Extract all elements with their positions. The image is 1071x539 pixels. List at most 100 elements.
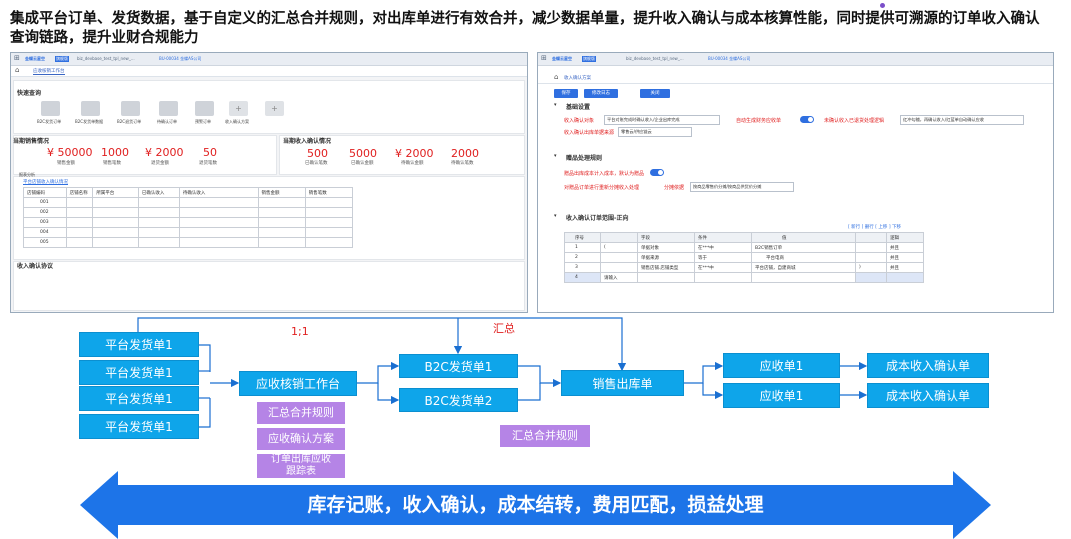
source-box: 平台发货单1 (79, 386, 199, 411)
return-amount-label: 退货金额 (151, 161, 169, 166)
gift-cost-label: 赠品出库成本计入成本，默认为赠品 (564, 171, 645, 177)
outbound-merge-rule-box: 汇总合并规则 (500, 425, 590, 447)
source-field[interactable]: 零售云/供应链云 (618, 127, 692, 137)
grid-menu-icon[interactable]: ⊞ (541, 54, 547, 62)
home-icon[interactable]: ⌂ (554, 73, 559, 81)
merge-label: 汇总 (493, 322, 515, 335)
pending-amount-label: 待确认金额 (401, 161, 424, 166)
home-icon[interactable]: ⌂ (15, 66, 20, 74)
app-logo: 金蝶云星空 (552, 56, 572, 61)
protocol-card (13, 261, 525, 311)
chevron-down-icon[interactable]: ▾ (554, 213, 557, 219)
quick-item-label: B2C发货单数据 (75, 119, 104, 124)
row-logic-input[interactable] (886, 272, 924, 283)
decor-dot (880, 3, 885, 8)
receivable-box: 应收单1 (723, 383, 840, 408)
confirmed-count-value: 500 (307, 147, 328, 160)
auto-receivable-toggle[interactable] (800, 116, 814, 123)
save-button[interactable]: 保存 (554, 89, 578, 98)
merge-connector (137, 317, 627, 372)
org-name[interactable]: BU-00034 金蝶AS公司 (708, 56, 751, 61)
quick-pending-icon[interactable] (159, 101, 178, 116)
analysis-label: 报表分析 (19, 172, 35, 177)
income-title: 当期收入确认情况 (283, 138, 332, 145)
chevron-down-icon[interactable]: ▾ (554, 153, 557, 159)
quick-b2c-return-icon[interactable] (121, 101, 140, 116)
store-income-table: 店铺编码 店铺名称 所属平台 已确认收入 待确认收入 销售金额 销售笔数 001… (23, 187, 354, 248)
range-table: 序号 ( 字段 条件 值 ) 逻辑 1 ( 单据对象 在***中 B2C销售订单… (564, 232, 924, 283)
edition-badge: 旗舰版 (55, 56, 69, 62)
pending-amount-value: ¥ 2000 (395, 147, 434, 160)
source-to-workbench (199, 398, 211, 428)
quick-warning-icon[interactable] (195, 101, 214, 116)
table-row[interactable]: 004 (23, 227, 354, 238)
tenant-name: biz_devbase_test_tpl_new_... (626, 56, 684, 61)
return-logic-field[interactable]: 红冲勾稽，再确认收入/红蓝单自动确认应收 (900, 115, 1024, 125)
left-screenshot-panel: ⊞ 金蝶云星空 旗舰版 biz_devbase_test_tpl_new_...… (10, 52, 528, 313)
sales-card (13, 135, 277, 175)
org-name[interactable]: BU-00034 金蝶AS公司 (159, 56, 202, 61)
table-row[interactable]: 005 (23, 237, 354, 248)
quick-item-label: B2C退货订单 (117, 119, 142, 124)
page-title: 集成平台订单、发货数据，基于自定义的汇总合并规则，对出库单进行有效合并，减少数据… (10, 11, 1040, 46)
tab-income-plan[interactable]: 收入确认方案 (564, 76, 591, 81)
chevron-down-icon[interactable]: ▾ (554, 102, 557, 108)
left-tabbar: ⌂ 应收核销工作台 (11, 66, 527, 77)
table-row-input[interactable]: 4 请输入 (564, 272, 924, 283)
table-row[interactable]: 3 销售店铺.店铺类型 在***中 平台店铺，自建商城 ) 并且 (564, 262, 924, 273)
tab-workbench[interactable]: 应收核销工作台 (33, 69, 65, 75)
quick-b2c-data-icon[interactable] (81, 101, 100, 116)
income-object-label: 收入确认对象 (564, 118, 595, 124)
source-box: 平台发货单1 (79, 414, 199, 439)
analysis-link[interactable]: 平台店铺收入确认情况 (23, 180, 68, 185)
pending-count-value: 2000 (451, 147, 479, 160)
allocation-basis-label: 分摊依据 (664, 185, 685, 191)
right-screenshot-panel: ⊞ 金蝶云星空 旗舰版 biz_devbase_test_tpl_new_...… (537, 52, 1054, 313)
return-logic-label: 未确认收入已退货处理逻辑 (824, 118, 885, 124)
quick-b2c-order-icon[interactable] (41, 101, 60, 116)
range-title: 收入确认订单范围-正向 (566, 215, 629, 222)
quick-add-icon[interactable]: + (265, 101, 284, 116)
source-box: 平台发货单1 (79, 360, 199, 385)
quick-item-label: 收入确认方案 (225, 119, 249, 124)
return-count-label: 退货笔数 (199, 161, 217, 166)
sales-count-value: 1000 (101, 146, 129, 159)
outbound-to-receivable (684, 361, 724, 384)
b2c-to-outbound (518, 365, 562, 388)
confirm-box: 成本收入确认单 (867, 383, 989, 408)
change-log-button[interactable]: 修改日志 (584, 89, 618, 98)
source-label: 收入确认出库单据来源 (564, 130, 615, 136)
right-tabbar: ⌂ 收入确认方案 (538, 73, 1053, 84)
return-amount-value: ¥ 2000 (145, 146, 184, 159)
outbound-box: 销售出库单 (561, 370, 684, 396)
source-to-workbench (199, 344, 211, 372)
arrow-caption: 库存记账，收入确认，成本结转，费用匹配，损益处理 (307, 494, 764, 516)
big-double-arrow (80, 471, 991, 539)
quick-plan-icon[interactable]: + (229, 101, 248, 116)
gift-cost-toggle[interactable] (650, 169, 664, 176)
edition-badge: 旗舰版 (582, 56, 596, 62)
table-row[interactable]: 1 ( 单据对象 在***中 B2C销售订单 并且 (564, 242, 924, 253)
tracking-report-box: 订单出库应收跟踪表 (257, 454, 345, 478)
workbench-box: 应收核销工作台 (239, 371, 357, 396)
quick-item-label: B2C发货订单 (37, 119, 62, 124)
income-object-field[interactable]: 平台对账完成时确认收入/企业出库完成 (604, 115, 720, 125)
close-button[interactable]: 关闭 (640, 89, 670, 98)
sales-title: 当期销售情况 (13, 138, 50, 145)
b2c-box: B2C发货单1 (399, 354, 518, 378)
range-actions[interactable]: [ 新行 ] 删行 [ 上移 ] 下移 (848, 225, 902, 230)
left-topbar: ⊞ 金蝶云星空 旗舰版 biz_devbase_test_tpl_new_...… (11, 53, 527, 66)
b2c-box: B2C发货单2 (399, 388, 518, 412)
app-logo: 金蝶云星空 (25, 56, 45, 61)
ratio-label: 1;1 (291, 325, 309, 338)
right-topbar: ⊞ 金蝶云星空 旗舰版 biz_devbase_test_tpl_new_...… (538, 53, 1053, 66)
workbench-to-b2c (357, 361, 400, 384)
receivable-box: 应收单1 (723, 353, 840, 378)
table-row[interactable]: 001 (23, 197, 354, 208)
allocation-basis-field[interactable]: 按商品零售价分摊/按商品供货价分摊 (690, 182, 794, 192)
sales-count-label: 销售笔数 (103, 161, 121, 166)
tenant-name: biz_devbase_test_tpl_new_... (77, 56, 135, 61)
confirm-box: 成本收入确认单 (867, 353, 989, 378)
grid-menu-icon[interactable]: ⊞ (14, 54, 20, 62)
